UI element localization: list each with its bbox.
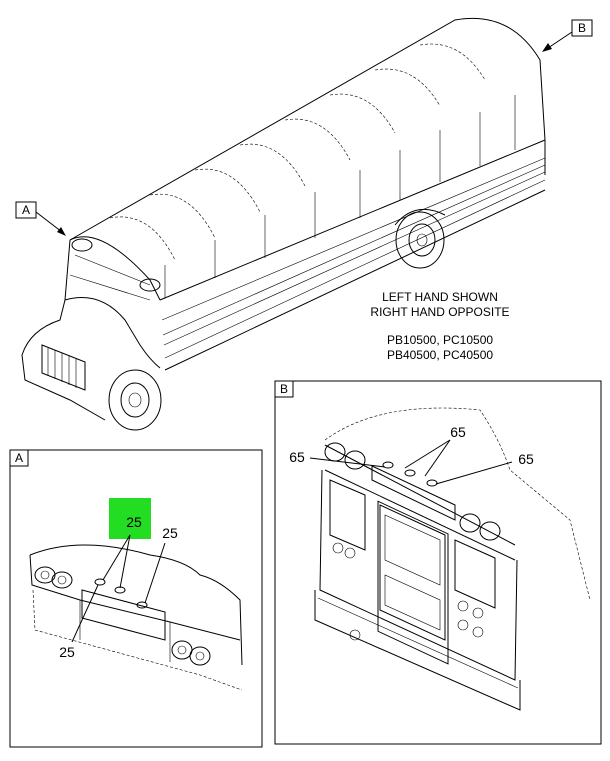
school-bus-drawing: [21, 17, 546, 431]
model-note: PB10500, PC10500 PB40500, PC40500: [340, 333, 540, 363]
svg-text:A: A: [22, 203, 30, 217]
callout-65-left: 65: [289, 449, 305, 465]
svg-text:A: A: [15, 451, 23, 465]
note-line-1: LEFT HAND SHOWN: [382, 290, 498, 304]
detail-b-panel: B: [274, 380, 602, 745]
view-a-indicator: A: [15, 201, 66, 236]
highlighted-callout-box[interactable]: [109, 498, 151, 539]
note-line-2: RIGHT HAND OPPOSITE: [370, 305, 510, 319]
detail-a-panel: A 25 25 25: [9, 449, 263, 748]
view-b-indicator: B: [542, 19, 593, 52]
note-line-3: PB10500, PC10500: [386, 333, 494, 347]
orientation-note: LEFT HAND SHOWN RIGHT HAND OPPOSITE: [340, 290, 540, 320]
callout-65-top: 65: [450, 424, 466, 440]
svg-text:B: B: [578, 21, 586, 35]
callout-25-right: 25: [162, 525, 178, 541]
callout-25-highlight: 25: [126, 514, 142, 530]
svg-text:B: B: [280, 382, 288, 396]
callout-65-right: 65: [518, 451, 534, 467]
callout-25-bottom: 25: [59, 644, 75, 660]
note-line-4: PB40500, PC40500: [386, 348, 494, 362]
